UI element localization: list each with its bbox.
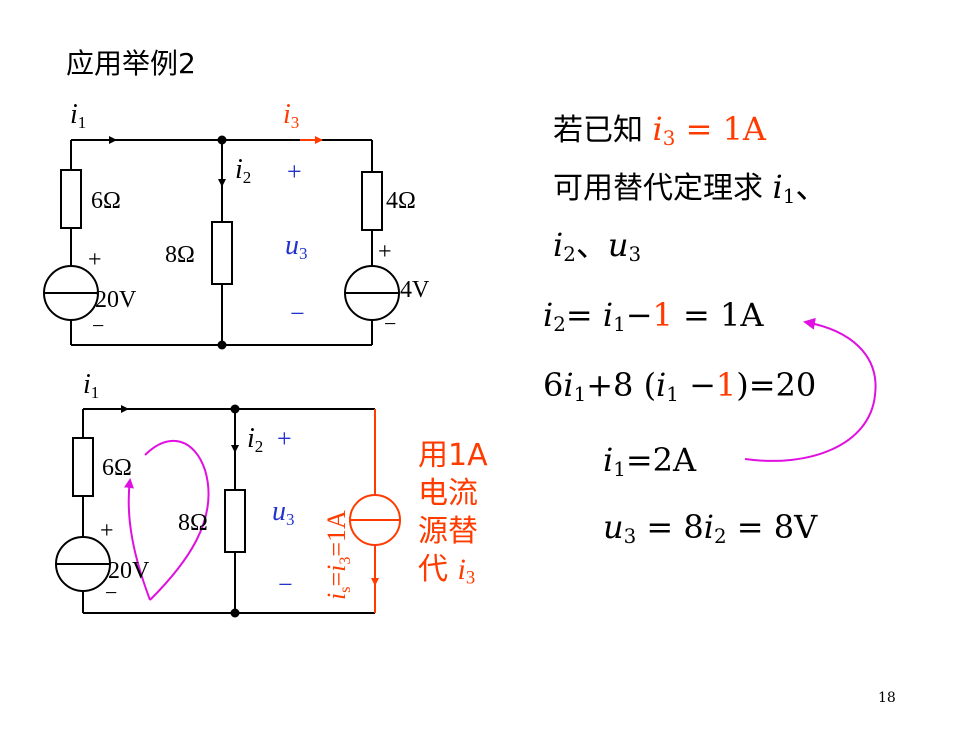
resistor-6ohm-2 bbox=[72, 437, 94, 497]
label-i3: i3 bbox=[283, 99, 299, 132]
node-dot bbox=[217, 135, 227, 145]
label-20v-c2: 20V bbox=[108, 558, 150, 584]
plus-u3-c2: + bbox=[277, 424, 292, 453]
minus-u3-c2: − bbox=[278, 570, 293, 599]
plus-u3: + bbox=[287, 157, 302, 186]
label-4ohm: 4Ω bbox=[386, 188, 416, 214]
equation-3: i1=2A bbox=[603, 441, 697, 481]
note-line-2: 电流 bbox=[418, 476, 478, 511]
plus-20v: + bbox=[88, 247, 102, 273]
resistor-8ohm-1 bbox=[211, 221, 233, 285]
source-label-is: is=i3=1A bbox=[322, 510, 354, 600]
note-line-4: 代 i3 bbox=[418, 552, 476, 589]
slide-title: 应用举例2 bbox=[66, 47, 196, 80]
page-number: 18 bbox=[878, 690, 896, 706]
label-8ohm-c2: 8Ω bbox=[178, 510, 208, 536]
given-line: 若已知 i3 = 1A bbox=[553, 110, 767, 150]
label-i1: i1 bbox=[70, 99, 86, 132]
loop-arrow-icon bbox=[124, 478, 151, 601]
current-source-1a bbox=[349, 409, 401, 613]
label-u3: u3 bbox=[285, 230, 308, 263]
line-unknowns: i2、u3 bbox=[553, 226, 642, 266]
node-dot bbox=[217, 340, 227, 350]
label-i2-c2: i2 bbox=[247, 423, 263, 456]
node-dot bbox=[230, 608, 240, 618]
label-4v: 4V bbox=[400, 277, 430, 303]
label-8ohm: 8Ω bbox=[165, 242, 195, 268]
resistor-8ohm-2 bbox=[224, 489, 246, 553]
equation-4: u3 = 8i2 = 8V bbox=[603, 508, 818, 548]
label-i1-c2: i1 bbox=[83, 369, 99, 402]
substitution-note: 用1A 电流 源替 代 i3 bbox=[418, 437, 488, 598]
equation-2: 6i1+8 (i1 −1)=20 bbox=[543, 366, 817, 406]
loop-path bbox=[144, 439, 210, 601]
label-u3-c2: u3 bbox=[272, 496, 295, 529]
circuit-2 bbox=[55, 405, 375, 614]
label-6ohm-c2: 6Ω bbox=[102, 455, 132, 481]
label-i2: i2 bbox=[235, 154, 251, 187]
minus-4v: − bbox=[384, 311, 396, 336]
label-6ohm: 6Ω bbox=[91, 188, 121, 214]
note-line-1: 用1A bbox=[418, 438, 488, 473]
resistor-6ohm-1 bbox=[60, 169, 82, 229]
note-line-3: 源替 bbox=[418, 514, 478, 549]
line-find: 可用替代定理求 i1、 bbox=[553, 168, 828, 208]
minus-u3: − bbox=[290, 299, 305, 328]
plus-20v-c2: + bbox=[100, 518, 114, 544]
plus-4v: + bbox=[378, 239, 392, 265]
label-20v: 20V bbox=[95, 287, 137, 313]
node-dot bbox=[230, 404, 240, 414]
minus-20v: − bbox=[92, 313, 104, 338]
equation-1: i2= i1−1 = 1A bbox=[543, 296, 764, 336]
resistor-4ohm bbox=[361, 171, 383, 231]
minus-20v-c2: − bbox=[105, 580, 117, 605]
